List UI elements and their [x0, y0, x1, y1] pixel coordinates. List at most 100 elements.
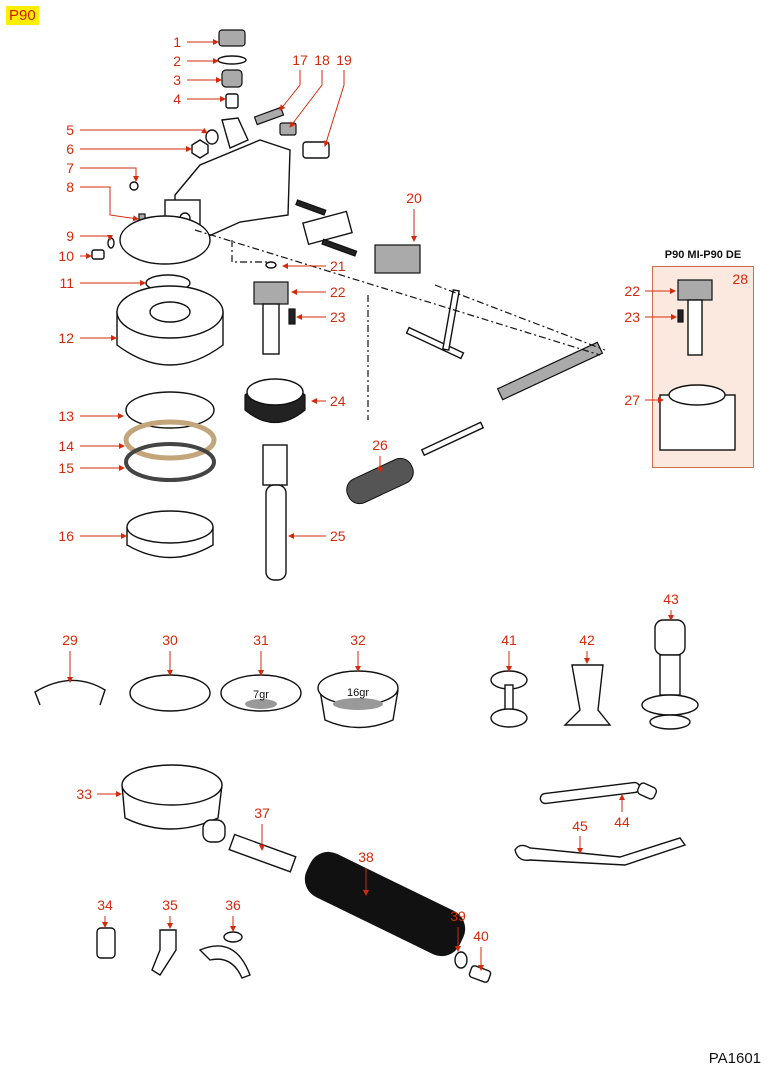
spring-upper [295, 199, 327, 216]
callout-number-33: 33 [76, 786, 92, 802]
lever-link [442, 289, 460, 351]
callout-number-25: 25 [330, 528, 346, 544]
callout-41: 41 [501, 632, 517, 672]
callout-27: 27 [624, 392, 664, 408]
callout-37: 37 [254, 805, 270, 851]
callout-11: 11 [59, 275, 146, 291]
callout-number-17: 17 [292, 52, 308, 68]
part-34-spout [96, 927, 116, 959]
inset-screw [677, 309, 684, 323]
callout-leader-7 [80, 167, 139, 182]
part-4-plug [225, 93, 239, 109]
callout-number-42: 42 [579, 632, 595, 648]
lever-rod [420, 421, 485, 457]
callout-35: 35 [162, 897, 178, 929]
part-44-tip [636, 782, 658, 800]
part-3-filter [221, 69, 243, 88]
inset-number: 28 [732, 271, 748, 287]
axis-line-1 [194, 229, 601, 356]
callout-number-43: 43 [663, 591, 679, 607]
callout-number-31: 31 [253, 632, 269, 648]
callout-25: 25 [288, 528, 346, 544]
axis-line-2 [434, 284, 606, 351]
callout-number-6: 6 [66, 141, 74, 157]
callout-number-24: 24 [330, 393, 346, 409]
part-22-valve-flange [253, 281, 289, 305]
inset-valve-stem [687, 299, 703, 356]
callout-33: 33 [76, 786, 122, 802]
callout-number-13: 13 [58, 408, 74, 424]
callout-number-36: 36 [225, 897, 241, 913]
part-23-screw [288, 308, 296, 325]
part-30-basket [129, 674, 211, 712]
callout-number-35: 35 [162, 897, 178, 913]
callout-19: 19 [323, 52, 352, 147]
callout-31: 31 [253, 632, 269, 676]
part-18-fitting [279, 122, 297, 136]
callout-9: 9 [66, 228, 113, 244]
spring-lower [321, 238, 358, 257]
callout-number-37: 37 [254, 805, 270, 821]
callout-3: 3 [173, 72, 222, 88]
document-code: PA1601 [708, 1050, 761, 1067]
parts-drawing: 7gr 16gr [34, 29, 736, 983]
callout-number-39: 39 [450, 908, 466, 924]
callout-23b: 23 [624, 309, 677, 325]
callout-29: 29 [62, 632, 78, 683]
callout-number-32: 32 [350, 632, 366, 648]
callout-number-1: 1 [173, 34, 181, 50]
callout-number-22b: 22 [624, 283, 640, 299]
callout-24: 24 [311, 393, 346, 409]
callout-38: 38 [358, 849, 374, 896]
callout-45: 45 [572, 818, 588, 854]
callout-23: 23 [296, 309, 346, 325]
part-17-bolt [253, 106, 285, 126]
callout-number-14: 14 [58, 438, 74, 454]
part-31-screen [245, 699, 277, 709]
callout-number-9: 9 [66, 228, 74, 244]
part-42-tamper [563, 664, 612, 726]
callout-36: 36 [225, 897, 241, 932]
part-39-washer [454, 951, 468, 969]
callout-number-30: 30 [162, 632, 178, 648]
callout-number-44: 44 [614, 814, 630, 830]
part-22-valve-stem [262, 303, 280, 355]
callout-12: 12 [58, 330, 117, 346]
callout-32: 32 [350, 632, 366, 672]
part-33-rim [121, 764, 223, 806]
callout-number-26: 26 [372, 437, 388, 453]
callout-14: 14 [58, 438, 125, 454]
callout-number-34: 34 [97, 897, 113, 913]
callout-4: 4 [173, 91, 226, 107]
part-14-gasket [123, 419, 217, 461]
part-7-clip [129, 181, 139, 191]
part-25-tube [265, 484, 287, 581]
callout-number-8: 8 [66, 179, 74, 195]
callout-18: 18 [289, 52, 330, 128]
callout-15: 15 [58, 460, 125, 476]
lever-pin [405, 326, 465, 360]
part-10-screw [91, 249, 105, 260]
part-43-shaft [659, 654, 681, 696]
callout-8: 8 [66, 179, 139, 222]
part-19-fitting [302, 141, 330, 159]
callout-number-20: 20 [406, 190, 422, 206]
callout-number-41: 41 [501, 632, 517, 648]
callout-5: 5 [66, 122, 208, 138]
callout-number-16: 16 [58, 528, 74, 544]
callout-number-11: 11 [59, 275, 74, 291]
callout-22: 22 [291, 284, 346, 300]
callout-number-18: 18 [314, 52, 330, 68]
part-40-screw [468, 965, 492, 983]
callout-34: 34 [97, 897, 113, 928]
part-20-microswitch [374, 244, 421, 274]
part-44-tool [539, 781, 641, 805]
group-head-ear [221, 117, 249, 149]
part-38-handle [304, 851, 466, 957]
callout-number-40: 40 [473, 928, 489, 944]
callout-number-5: 5 [66, 122, 74, 138]
callout-39: 39 [450, 908, 466, 952]
callout-43: 43 [663, 591, 679, 621]
callout-number-15: 15 [58, 460, 74, 476]
